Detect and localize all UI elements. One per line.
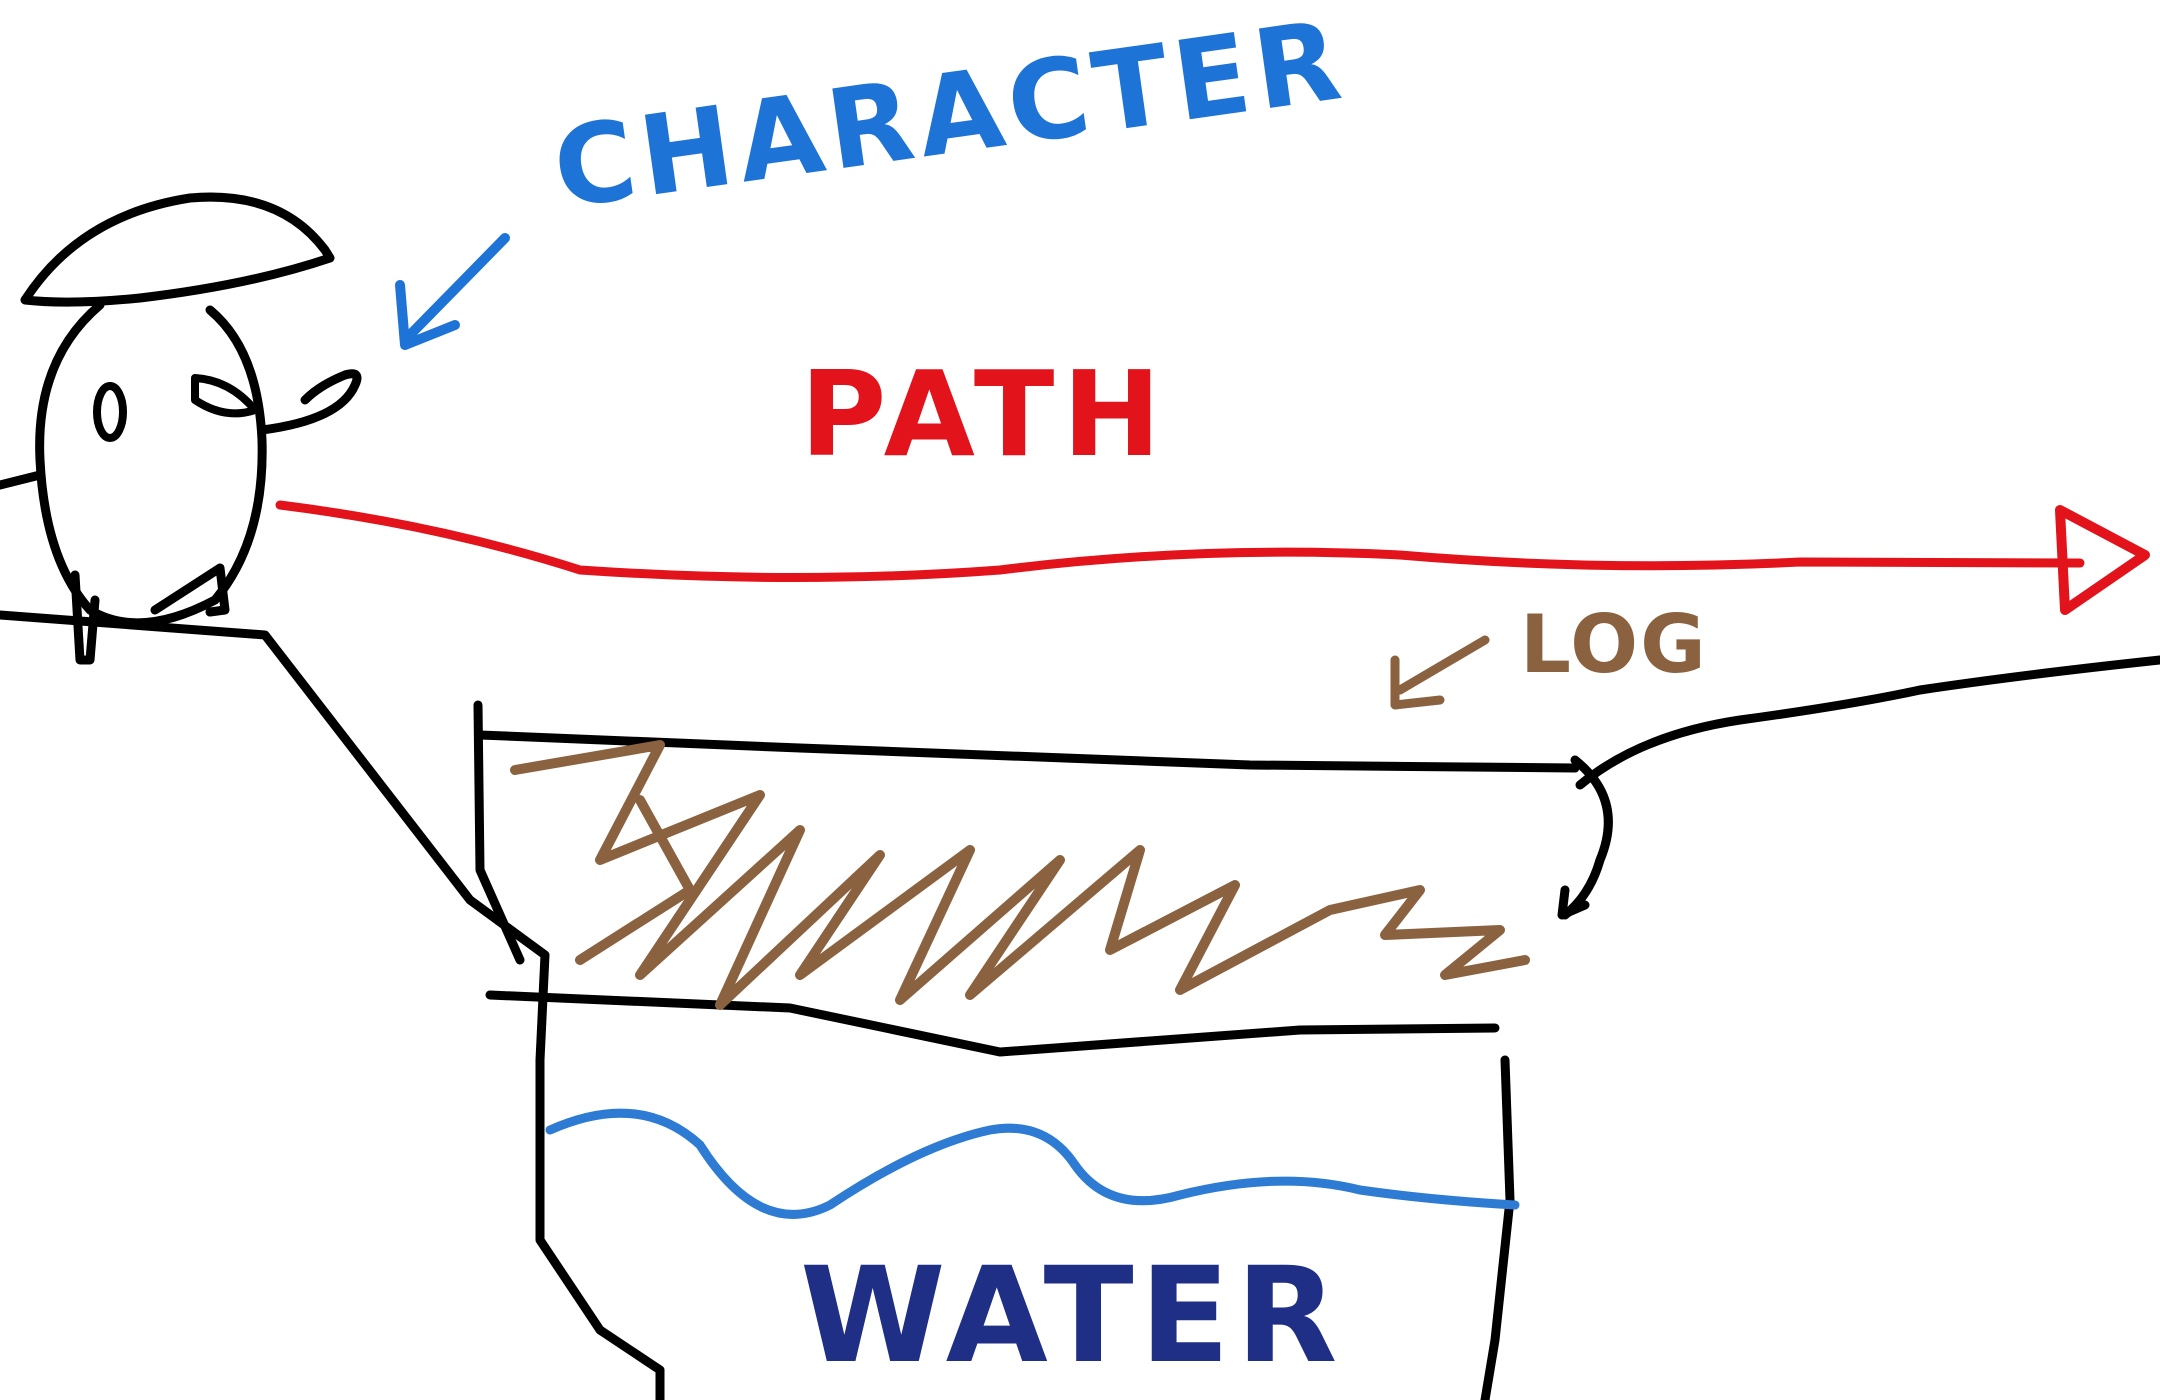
path-arrow: [275, 500, 2150, 615]
water-label: WATER: [800, 1239, 1344, 1393]
log-scribble: [510, 740, 1530, 1010]
pit-outline: [0, 610, 2160, 1400]
water-surface: [545, 1108, 1520, 1219]
path-label: PATH: [800, 345, 1170, 483]
character-arrow: [395, 233, 510, 350]
log-label: LOG: [1520, 598, 1708, 691]
log-arrow: [1390, 635, 1490, 710]
character-figure: [0, 192, 362, 665]
